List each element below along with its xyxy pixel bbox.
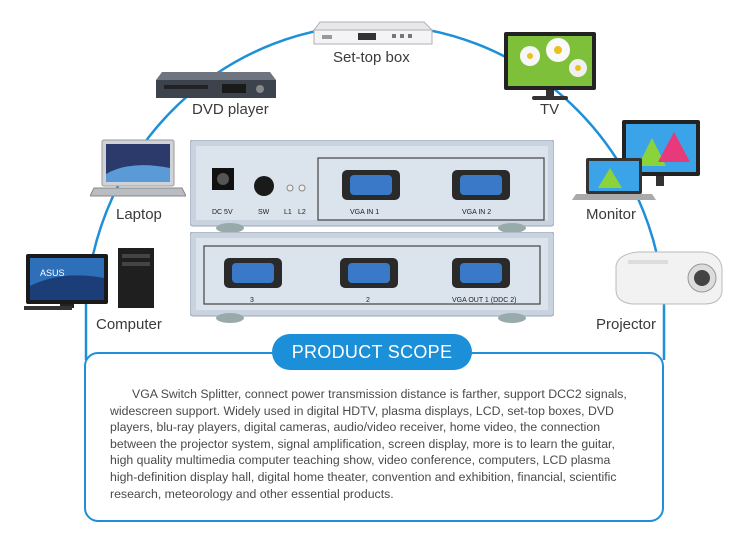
vga-in1-label: VGA IN 1	[350, 209, 379, 216]
dc-label: DC 5V	[212, 209, 233, 216]
product-scope-panel	[84, 352, 664, 522]
settop-box-label: Set-top box	[333, 49, 410, 66]
monitor-label: Monitor	[586, 206, 637, 223]
splitter-output-panel: 3 2 VGA OUT 1 (DDC 2)	[190, 232, 554, 323]
svg-text:ASUS: ASUS	[40, 268, 65, 278]
dvd-player-image	[156, 72, 276, 98]
tv-label: TV	[540, 101, 560, 118]
computer-image: ASUS	[24, 248, 154, 310]
product-scope-title: PRODUCT SCOPE	[272, 334, 472, 370]
l1-label: L1	[284, 209, 292, 216]
splitter-input-panel: DC 5V SW L1 L2 VGA IN 1 VGA IN 2	[190, 140, 554, 233]
sw-label: SW	[258, 209, 270, 216]
out1-label: VGA OUT 1 (DDC 2)	[452, 297, 516, 304]
vga-in2-label: VGA IN 2	[462, 209, 491, 216]
l2-label: L2	[298, 209, 306, 216]
laptop-label: Laptop	[116, 206, 162, 223]
product-scope-description: VGA Switch Splitter, connect power trans…	[110, 387, 627, 501]
settop-box-image	[313, 21, 434, 45]
out2-label: 2	[366, 297, 370, 304]
projector-image	[615, 251, 723, 305]
dvd-player-label: DVD player	[192, 101, 269, 118]
laptop-image	[90, 139, 186, 197]
monitor-image	[572, 120, 700, 200]
tv-image	[504, 32, 596, 100]
computer-label: Computer	[96, 316, 162, 333]
projector-label: Projector	[596, 316, 657, 333]
out3-label: 3	[250, 297, 254, 304]
